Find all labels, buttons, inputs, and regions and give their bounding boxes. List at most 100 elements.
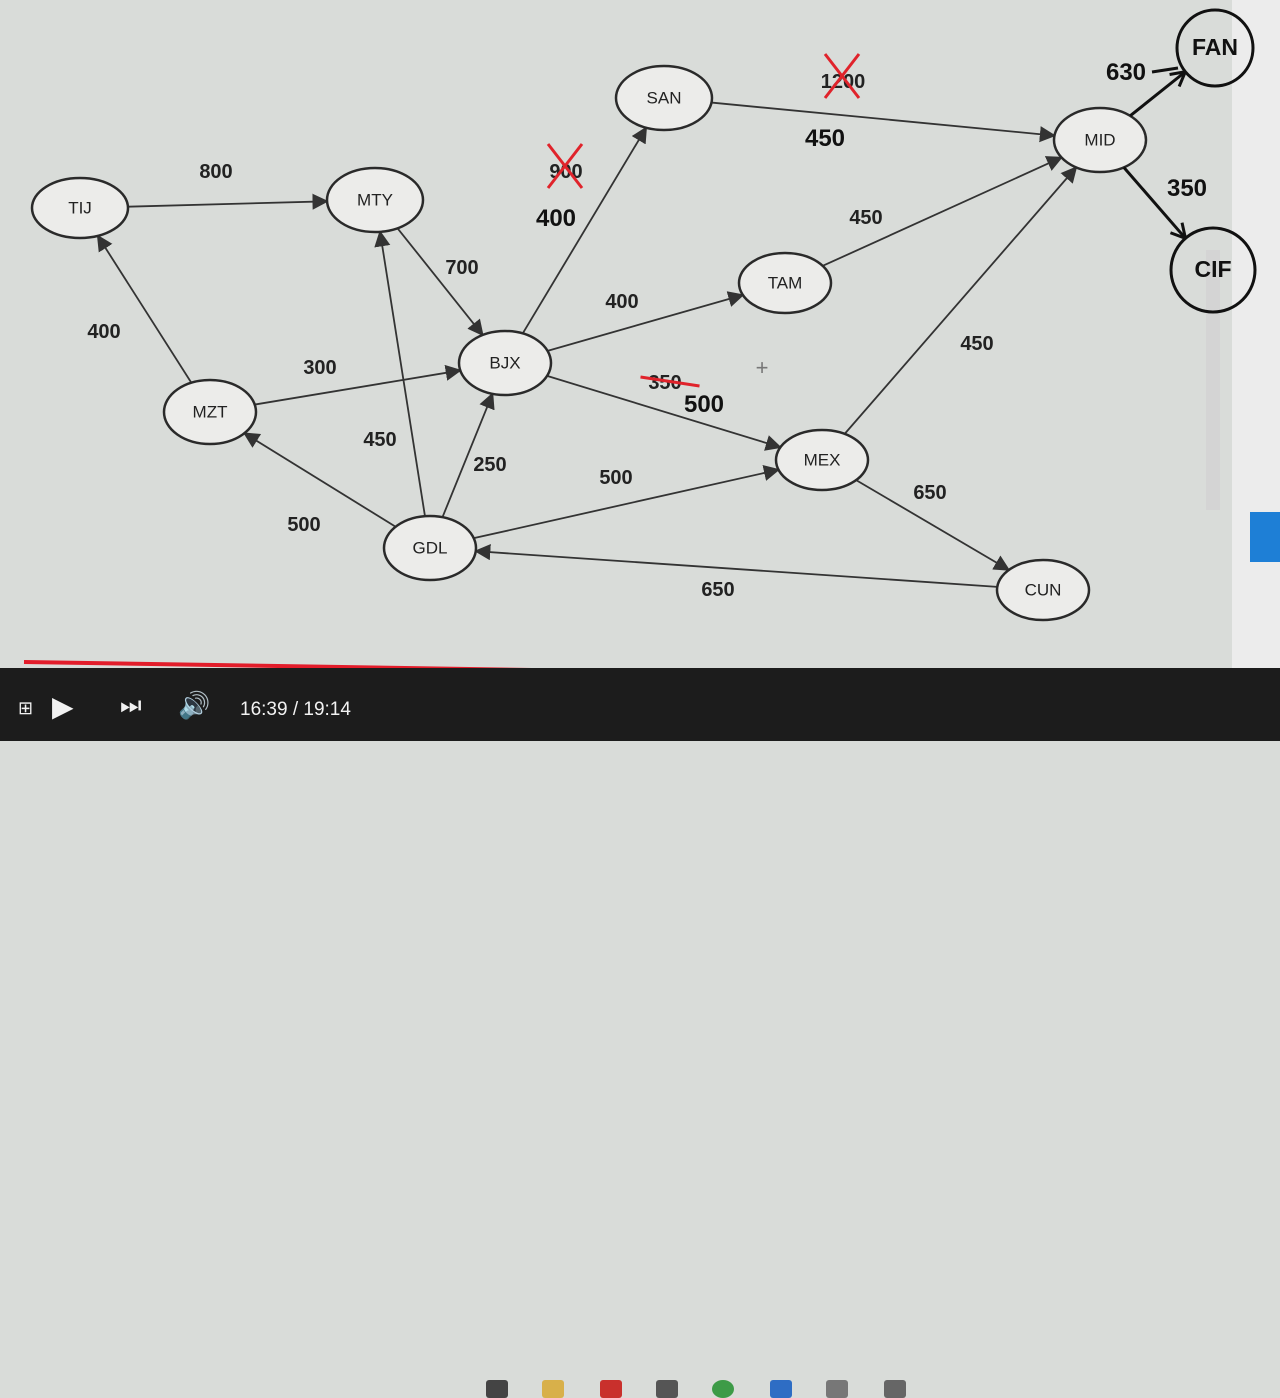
- volume-icon[interactable]: 🔊: [178, 690, 211, 720]
- node-label: MID: [1084, 130, 1115, 149]
- edge-weight: 800: [199, 161, 232, 183]
- network-diagram: 8004007003004505002509004001200450400450…: [30, 8, 1257, 622]
- chrome-icon[interactable]: [712, 1380, 734, 1398]
- edge-arrow: [374, 230, 426, 517]
- edge-arrow: [474, 544, 998, 588]
- node-bjx: BJX: [457, 329, 553, 397]
- time-display: 16:39 / 19:14: [240, 699, 351, 720]
- edge-mzt-tij: [96, 234, 193, 384]
- edge-weight: 450: [849, 207, 882, 229]
- node-label: CIF: [1194, 256, 1231, 282]
- edge-arrow: [127, 193, 329, 210]
- taskview-icon[interactable]: [486, 1380, 508, 1398]
- node-san: SAN: [614, 64, 714, 132]
- edge-tij-mty: [127, 193, 329, 210]
- edge-mzt-bjx: [254, 364, 462, 406]
- explorer-icon[interactable]: [542, 1380, 564, 1398]
- edge-arrow: [822, 156, 1063, 267]
- node-label: MZT: [193, 402, 228, 421]
- handwritten-weight: 630: [1106, 59, 1146, 86]
- node-tam: TAM: [737, 251, 833, 315]
- app-icon[interactable]: [884, 1380, 906, 1398]
- edge-arrow: [396, 227, 484, 337]
- handwritten-pointer: [1151, 66, 1179, 74]
- edge-arrow: [711, 101, 1057, 143]
- node-label: BJX: [489, 353, 520, 372]
- edge-weight: 650: [701, 579, 734, 601]
- edge-gdl-mex: [473, 465, 781, 540]
- edge-tam-mid: [822, 156, 1063, 267]
- edge-weight: 300: [303, 357, 336, 379]
- node-gdl: GDL: [382, 514, 478, 582]
- app-icon[interactable]: [656, 1380, 678, 1398]
- edge-mex-cun: [855, 479, 1011, 571]
- edge-arrow: [96, 234, 193, 384]
- corrected-weight: 400: [536, 205, 576, 232]
- edge-weight: 400: [87, 321, 120, 343]
- edge-gdl-mzt: [243, 432, 397, 528]
- scrollbar[interactable]: [1206, 250, 1220, 510]
- node-mty: MTY: [325, 166, 425, 234]
- edge-weight: 500: [287, 514, 320, 536]
- edge-arrow: [855, 479, 1011, 571]
- edge-san-mid: [711, 101, 1057, 143]
- app-icon[interactable]: [770, 1380, 792, 1398]
- app-icon[interactable]: [826, 1380, 848, 1398]
- edge-arrow: [473, 465, 781, 540]
- edge-weight: 400: [605, 291, 638, 313]
- edge-arrow: [843, 166, 1078, 435]
- node-label: MEX: [804, 450, 841, 469]
- node-label: CUN: [1025, 580, 1062, 599]
- side-panel-button[interactable]: [1250, 512, 1280, 562]
- side-panel: [1232, 0, 1280, 680]
- edge-weight: 700: [445, 257, 478, 279]
- edge-arrow: [521, 126, 648, 334]
- handwritten-weight: 350: [1167, 175, 1207, 202]
- node-label: FAN: [1192, 34, 1238, 60]
- strike-cross: [546, 143, 584, 189]
- edge-gdl-bjx: [441, 392, 495, 518]
- edge-gdl-mty: [374, 230, 426, 517]
- node-tij: TIJ: [30, 176, 130, 240]
- edge-cun-gdl: [474, 544, 998, 588]
- play-icon[interactable]: ▶: [52, 691, 74, 722]
- windows-start-icon[interactable]: ⊞: [18, 698, 34, 718]
- edge-weight: 650: [913, 482, 946, 504]
- node-label: TAM: [768, 273, 803, 292]
- node-label: MTY: [357, 190, 393, 209]
- next-icon[interactable]: ⏭: [120, 692, 142, 719]
- edge-arrow: [547, 291, 745, 352]
- node-label: GDL: [413, 538, 448, 557]
- node-cun: CUN: [995, 558, 1091, 622]
- handwritten-edge-fan: [1129, 70, 1187, 118]
- strike-cross: [823, 53, 861, 99]
- edge-arrow: [254, 364, 462, 406]
- handwritten-edge-cif: [1122, 166, 1187, 240]
- edge-weight: 500: [599, 467, 632, 489]
- handwritten-node-cif: CIF: [1169, 226, 1257, 314]
- edge-arrow: [441, 392, 495, 518]
- corrected-weight: 450: [805, 125, 845, 152]
- node-mex: MEX: [774, 428, 870, 492]
- edge-weight: 250: [473, 454, 506, 476]
- video-player-controls: ⊞ ▶ ⏭ 🔊: [0, 668, 1280, 1398]
- edge-weight: 450: [960, 333, 993, 355]
- corrected-weight: 500: [684, 391, 724, 418]
- edge-arrow: [243, 432, 397, 528]
- edge-mex-mid: [843, 166, 1078, 435]
- strike-line: [640, 375, 700, 388]
- edge-weight: 450: [363, 429, 396, 451]
- node-label: SAN: [647, 88, 682, 107]
- edge-weight: 350: [648, 372, 681, 394]
- edge-bjx-san: [521, 126, 648, 334]
- node-mzt: MZT: [162, 378, 258, 446]
- edge-arrow: [546, 375, 782, 451]
- node-label: TIJ: [68, 198, 92, 217]
- store-icon[interactable]: [600, 1380, 622, 1398]
- edge-bjx-tam: [547, 291, 745, 352]
- edge-mty-bjx: [396, 227, 484, 337]
- node-mid: MID: [1052, 106, 1148, 174]
- handwritten-node-fan: FAN: [1175, 8, 1255, 88]
- cursor-icon: +: [756, 355, 769, 380]
